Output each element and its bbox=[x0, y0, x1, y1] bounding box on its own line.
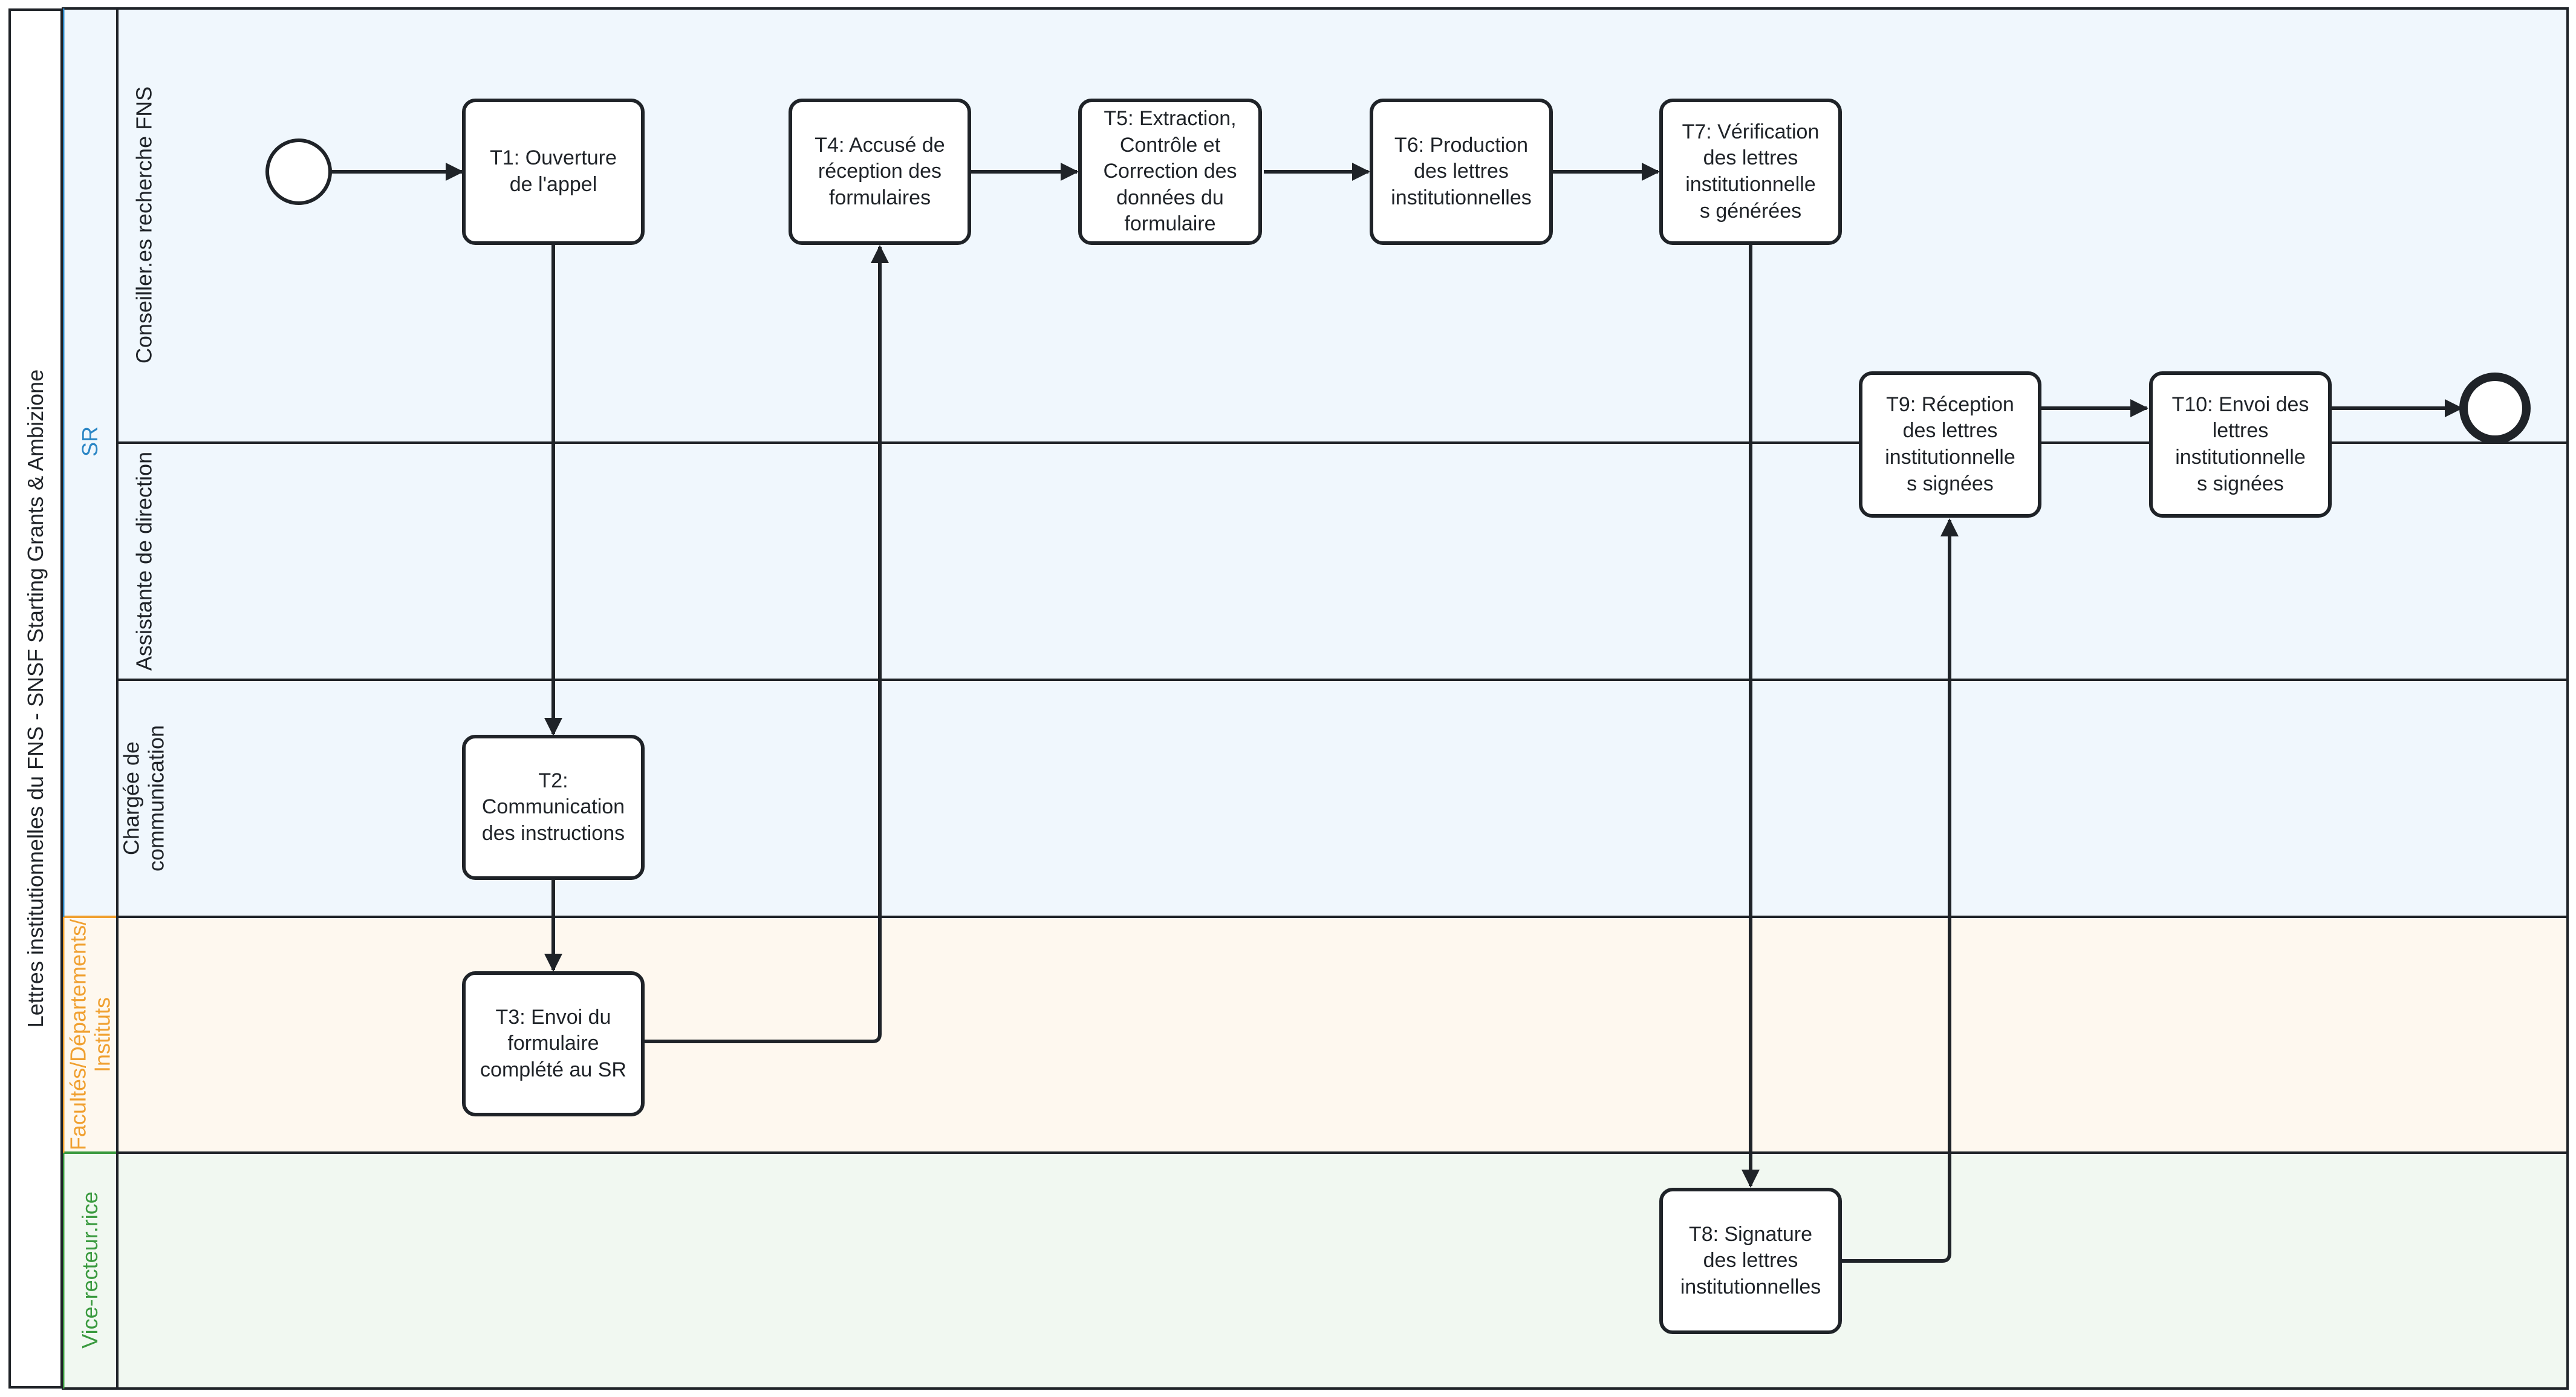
end-event bbox=[2459, 373, 2531, 444]
task-t7[interactable]: T7: Vérification des lettres institution… bbox=[1659, 99, 1842, 245]
group-vice-background bbox=[63, 1153, 2568, 1389]
flow-t8-t9 bbox=[1842, 518, 1959, 1263]
task-t3-label: T3: Envoi du formulaire complété au SR bbox=[480, 1005, 626, 1081]
task-t2[interactable]: T2: Communication des instructions bbox=[462, 735, 645, 880]
start-event bbox=[265, 138, 332, 205]
task-t4-label: T4: Accusé de réception des formulaires bbox=[815, 133, 945, 209]
task-t1-label: T1: Ouverture de l'appel bbox=[490, 146, 617, 196]
pool-header bbox=[8, 8, 63, 1389]
task-t1[interactable]: T1: Ouverture de l'appel bbox=[462, 99, 645, 245]
task-t9[interactable]: T9: Réception des lettres institutionnel… bbox=[1859, 371, 2041, 518]
task-t3[interactable]: T3: Envoi du formulaire complété au SR bbox=[462, 971, 645, 1116]
flow-t3-t4 bbox=[643, 245, 889, 1043]
task-t5[interactable]: T5: Extraction, Contrôle et Correction d… bbox=[1078, 99, 1262, 245]
task-t6[interactable]: T6: Production des lettres institutionne… bbox=[1370, 99, 1553, 245]
task-t5-label: T5: Extraction, Contrôle et Correction d… bbox=[1103, 107, 1237, 236]
task-t2-label: T2: Communication des instructions bbox=[481, 769, 625, 845]
task-t10-label: T10: Envoi des lettres institutionnelle … bbox=[2171, 392, 2309, 495]
task-t7-label: T7: Vérification des lettres institution… bbox=[1682, 120, 1820, 223]
task-t9-label: T9: Réception des lettres institutionnel… bbox=[1885, 392, 2015, 495]
task-t8-label: T8: Signature des lettres institutionnel… bbox=[1680, 1222, 1821, 1298]
task-t10[interactable]: T10: Envoi des lettres institutionnelle … bbox=[2149, 371, 2332, 518]
task-t8[interactable]: T8: Signature des lettres institutionnel… bbox=[1659, 1188, 1842, 1334]
task-t6-label: T6: Production des lettres institutionne… bbox=[1391, 133, 1532, 209]
task-t4[interactable]: T4: Accusé de réception des formulaires bbox=[789, 99, 971, 245]
